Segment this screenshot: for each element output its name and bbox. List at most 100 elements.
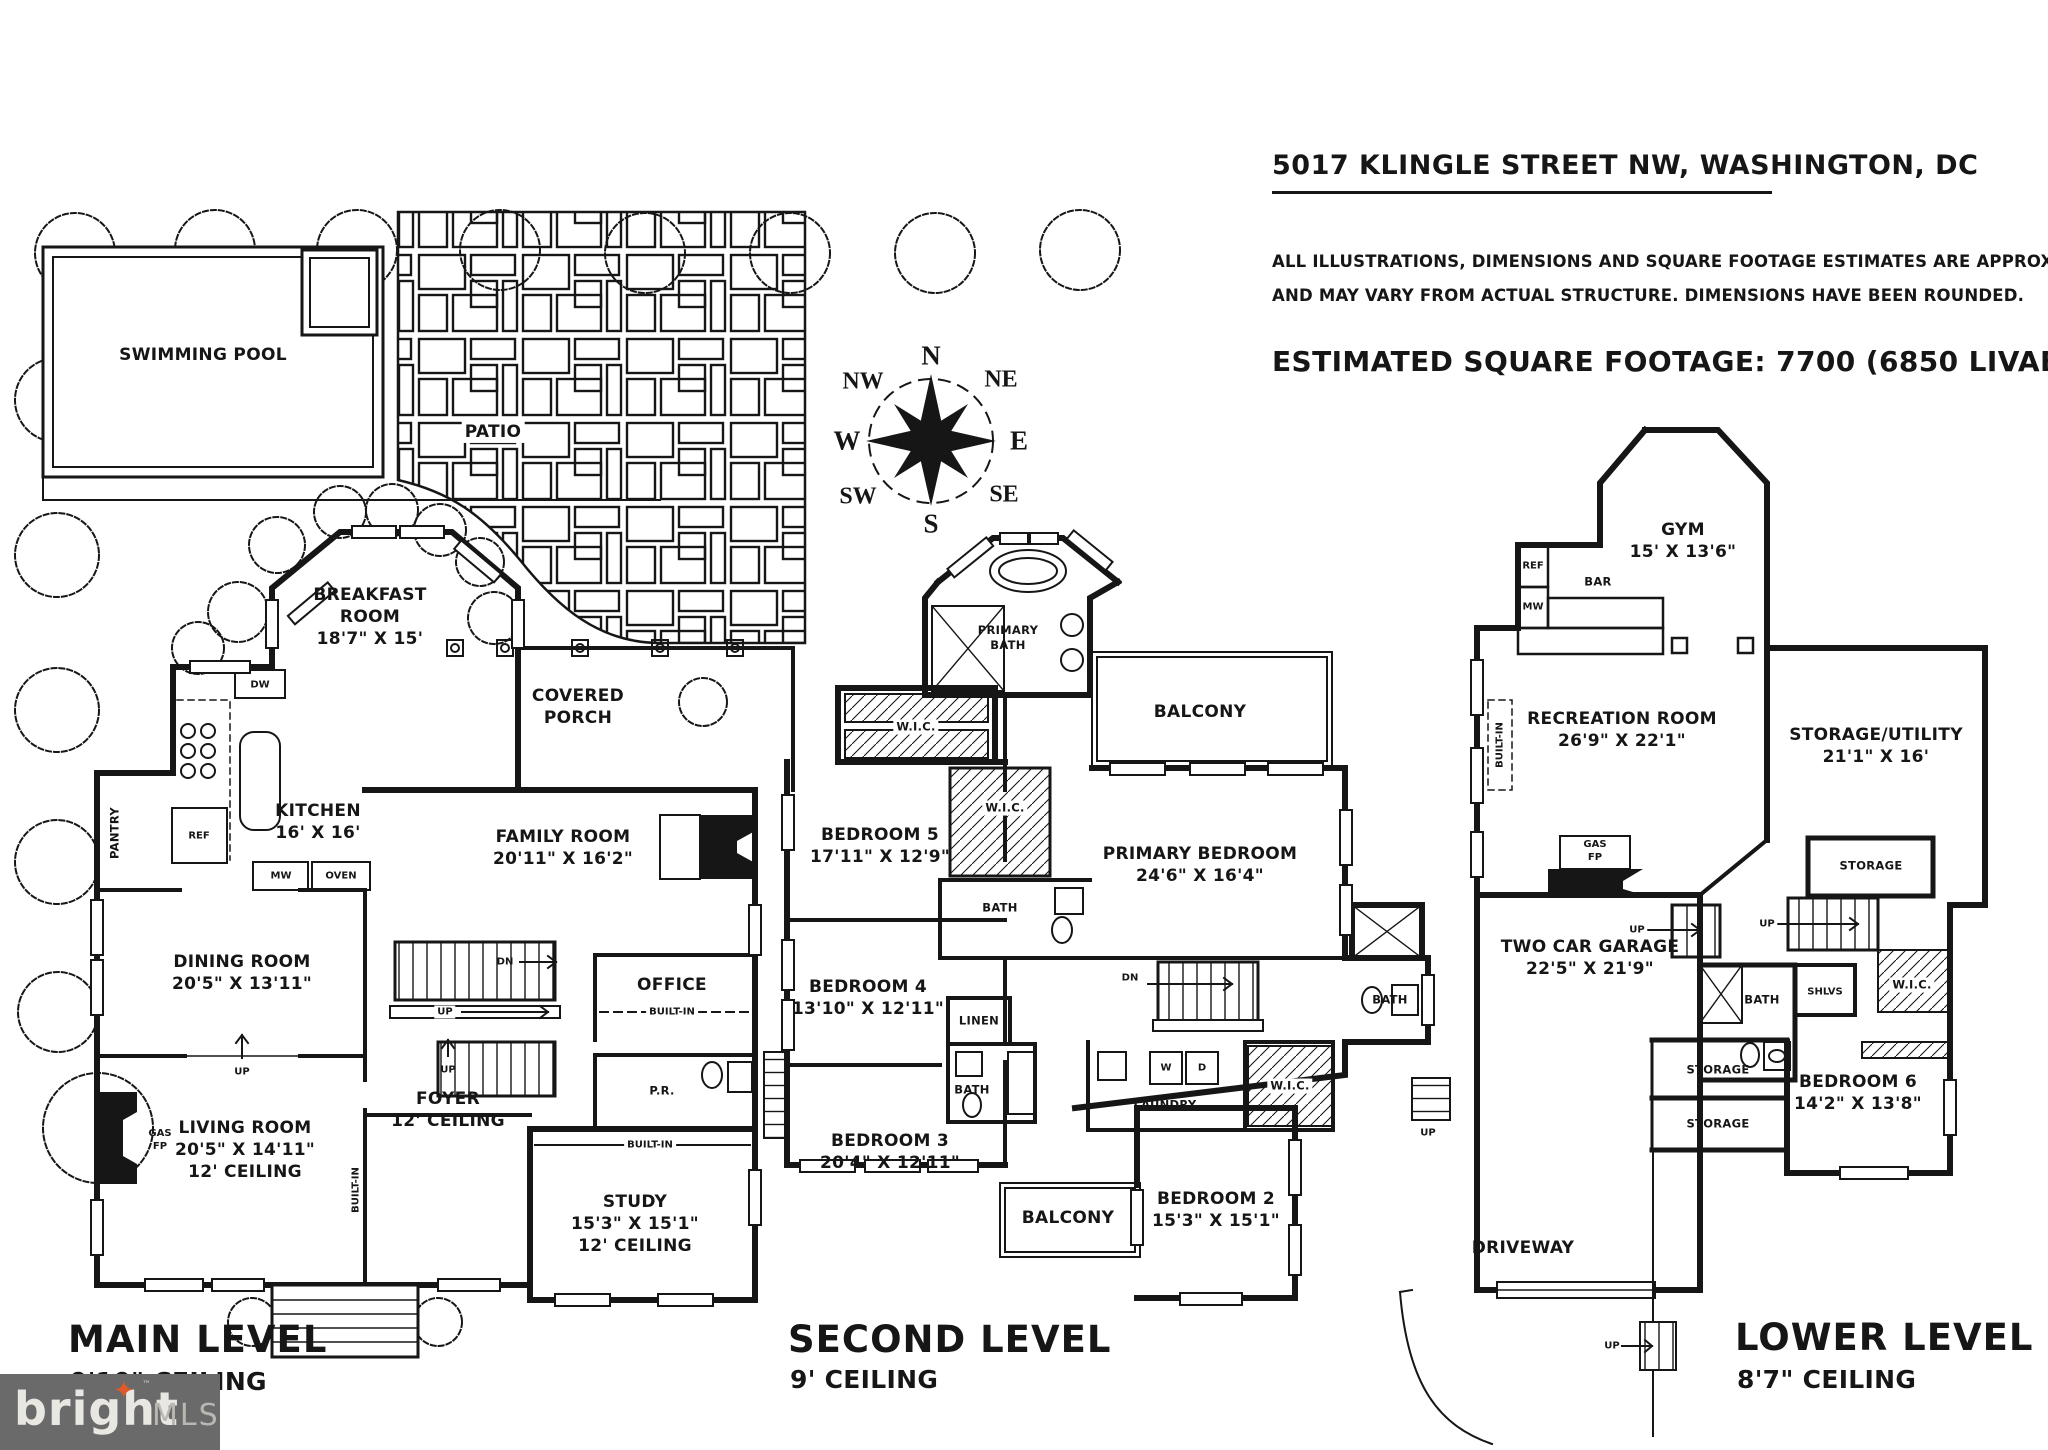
logo-suffix-text: MLS — [152, 1398, 220, 1433]
main-level-porch — [446, 639, 795, 792]
lower-level-title: LOWER LEVEL — [1735, 1315, 2034, 1359]
second-level-windows — [781, 528, 1435, 1306]
label-wic-laundry: W.I.C. — [1267, 1078, 1313, 1094]
main-level-stairs — [234, 940, 561, 1098]
label-mw-2: MW — [1522, 601, 1544, 613]
property-address: 5017 KLINGLE STREET NW, WASHINGTON, DC — [1272, 150, 1978, 194]
lower-level-bar — [1516, 543, 1755, 656]
compass-w: W — [833, 425, 861, 456]
label-primary-bath: PRIMARY BATH — [977, 623, 1039, 652]
label-built-in-study: BUILT-IN — [624, 1138, 676, 1152]
compass-n: N — [921, 340, 941, 371]
brightmls-logo: bright ✦ ™ MLS — [0, 1374, 220, 1450]
main-level-fireplaces — [97, 814, 755, 1184]
label-wic-hall: W.I.C. — [982, 800, 1028, 816]
label-shlvs: SHLVS — [1804, 985, 1846, 999]
compass-ne: NE — [984, 366, 1018, 393]
label-kitchen: KITCHEN 16' X 16' — [275, 800, 361, 843]
main-level-front-porch — [270, 1283, 420, 1359]
second-level-fixtures — [931, 549, 1423, 1118]
label-patio: PATIO — [461, 420, 525, 444]
label-pantry: PANTRY — [107, 806, 122, 860]
label-washer: W — [1160, 1062, 1172, 1074]
label-pr: P.R. — [649, 1083, 675, 1098]
disclaimer-line1: ALL ILLUSTRATIONS, DIMENSIONS AND SQUARE… — [1272, 252, 2048, 271]
label-built-in-office: BUILT-IN — [646, 1005, 698, 1019]
label-laundry: LAUNDRY — [1133, 1097, 1197, 1112]
main-level-windows — [90, 525, 762, 1307]
label-bedroom3: BEDROOM 3 20'4" X 12'11" — [819, 1130, 961, 1173]
label-dn: DN — [496, 956, 514, 968]
label-bar: BAR — [1584, 574, 1612, 589]
label-storage-low: STORAGE — [1686, 1116, 1750, 1131]
lower-level-windows — [1470, 659, 1957, 1299]
main-level-kitchen-fixtures — [171, 669, 371, 891]
compass-e: E — [1009, 425, 1029, 456]
label-two-car-garage: TWO CAR GARAGE 22'5" X 21'9" — [1500, 936, 1680, 979]
disclaimer-line2: AND MAY VARY FROM ACTUAL STRUCTURE. DIME… — [1272, 286, 2025, 305]
label-ref: REF — [188, 830, 210, 842]
swimming-pool — [41, 245, 661, 501]
compass-sw: SW — [839, 483, 877, 510]
label-gym: GYM 15' X 13'6" — [1629, 519, 1737, 562]
label-bath-right: BATH — [1372, 992, 1408, 1007]
label-driveway: DRIVEWAY — [1471, 1237, 1575, 1258]
label-linen: LINEN — [958, 1013, 1000, 1028]
label-bedroom4: BEDROOM 4 13'10" X 12'11" — [791, 976, 945, 1019]
label-dn-2: DN — [1121, 972, 1139, 984]
lower-level-builtin — [1487, 699, 1513, 791]
label-study: STUDY 15'3" X 15'1" 12' CEILING — [571, 1191, 699, 1257]
label-balcony-top: BALCONY — [1153, 701, 1247, 722]
patio — [396, 210, 807, 645]
label-balcony-bottom: BALCONY — [1021, 1207, 1115, 1228]
label-bedroom5: BEDROOM 5 17'11" X 12'9" — [809, 824, 951, 867]
main-level-pr-fixtures — [701, 1061, 753, 1093]
logo-brand-text: bright — [14, 1382, 180, 1436]
label-up-foyer: UP — [440, 1064, 456, 1076]
label-foyer: FOYER 12' CEILING — [391, 1088, 505, 1131]
square-footage: ESTIMATED SQUARE FOOTAGE: 7700 (6850 LIV… — [1272, 345, 2048, 378]
logo-trademark: ™ — [142, 1380, 151, 1390]
compass-se: SE — [989, 481, 1019, 508]
label-office: OFFICE — [637, 974, 707, 995]
label-mw: MW — [270, 870, 292, 882]
logo-star-icon: ✦ — [113, 1376, 135, 1406]
main-level-title: MAIN LEVEL — [68, 1317, 328, 1361]
compass-nw: NW — [842, 368, 884, 395]
driveway-lines — [1398, 1149, 1654, 1446]
second-level-title: SECOND LEVEL — [788, 1317, 1112, 1361]
label-living-room: LIVING ROOM 20'5" X 14'11" 12' CEILING — [174, 1117, 316, 1183]
label-bath-mid: BATH — [954, 1082, 990, 1097]
lower-level-gasfp — [1548, 835, 1643, 895]
label-covered-porch: COVERED PORCH — [531, 685, 625, 728]
second-level-ceiling: 9' CEILING — [790, 1364, 939, 1394]
label-up-right: UP — [1756, 917, 1778, 931]
label-dw: DW — [250, 679, 270, 691]
label-up-dining: UP — [234, 1066, 250, 1078]
label-built-in-lower: BUILT-IN — [1494, 722, 1506, 768]
label-swimming-pool: SWIMMING POOL — [119, 344, 287, 365]
lower-level-ceiling: 8'7" CEILING — [1737, 1364, 1917, 1394]
label-dining-room: DINING ROOM 20'5" X 13'11" — [171, 951, 313, 994]
label-primary-bedroom: PRIMARY BEDROOM 24'6" X 16'4" — [1102, 843, 1298, 886]
label-gas-fp: GAS FP — [148, 1128, 172, 1152]
label-bath-top: BATH — [982, 900, 1018, 915]
label-breakfast-room: BREAKFAST ROOM 18'7" X 15' — [313, 584, 427, 650]
label-up-garage: UP — [1626, 923, 1648, 937]
label-bedroom2: BEDROOM 2 15'3" X 15'1" — [1152, 1188, 1280, 1231]
second-level-walls — [784, 535, 1431, 1301]
lower-level-bath-fixtures — [1699, 964, 1791, 1071]
compass-rose — [866, 374, 996, 506]
label-up-bottom: UP — [1604, 1340, 1620, 1352]
label-recreation-room: RECREATION ROOM 26'9" X 22'1" — [1527, 708, 1717, 751]
label-fp: FP — [706, 841, 722, 853]
lower-level-stairs — [1411, 896, 1951, 1371]
second-level-stairs — [1147, 960, 1264, 1032]
label-wic-top: W.I.C. — [893, 719, 939, 735]
label-up-stair: UP — [434, 1005, 456, 1019]
second-level-closets — [763, 693, 1334, 1139]
label-oven: OVEN — [325, 870, 357, 882]
label-up-driveway: UP — [1420, 1127, 1436, 1139]
